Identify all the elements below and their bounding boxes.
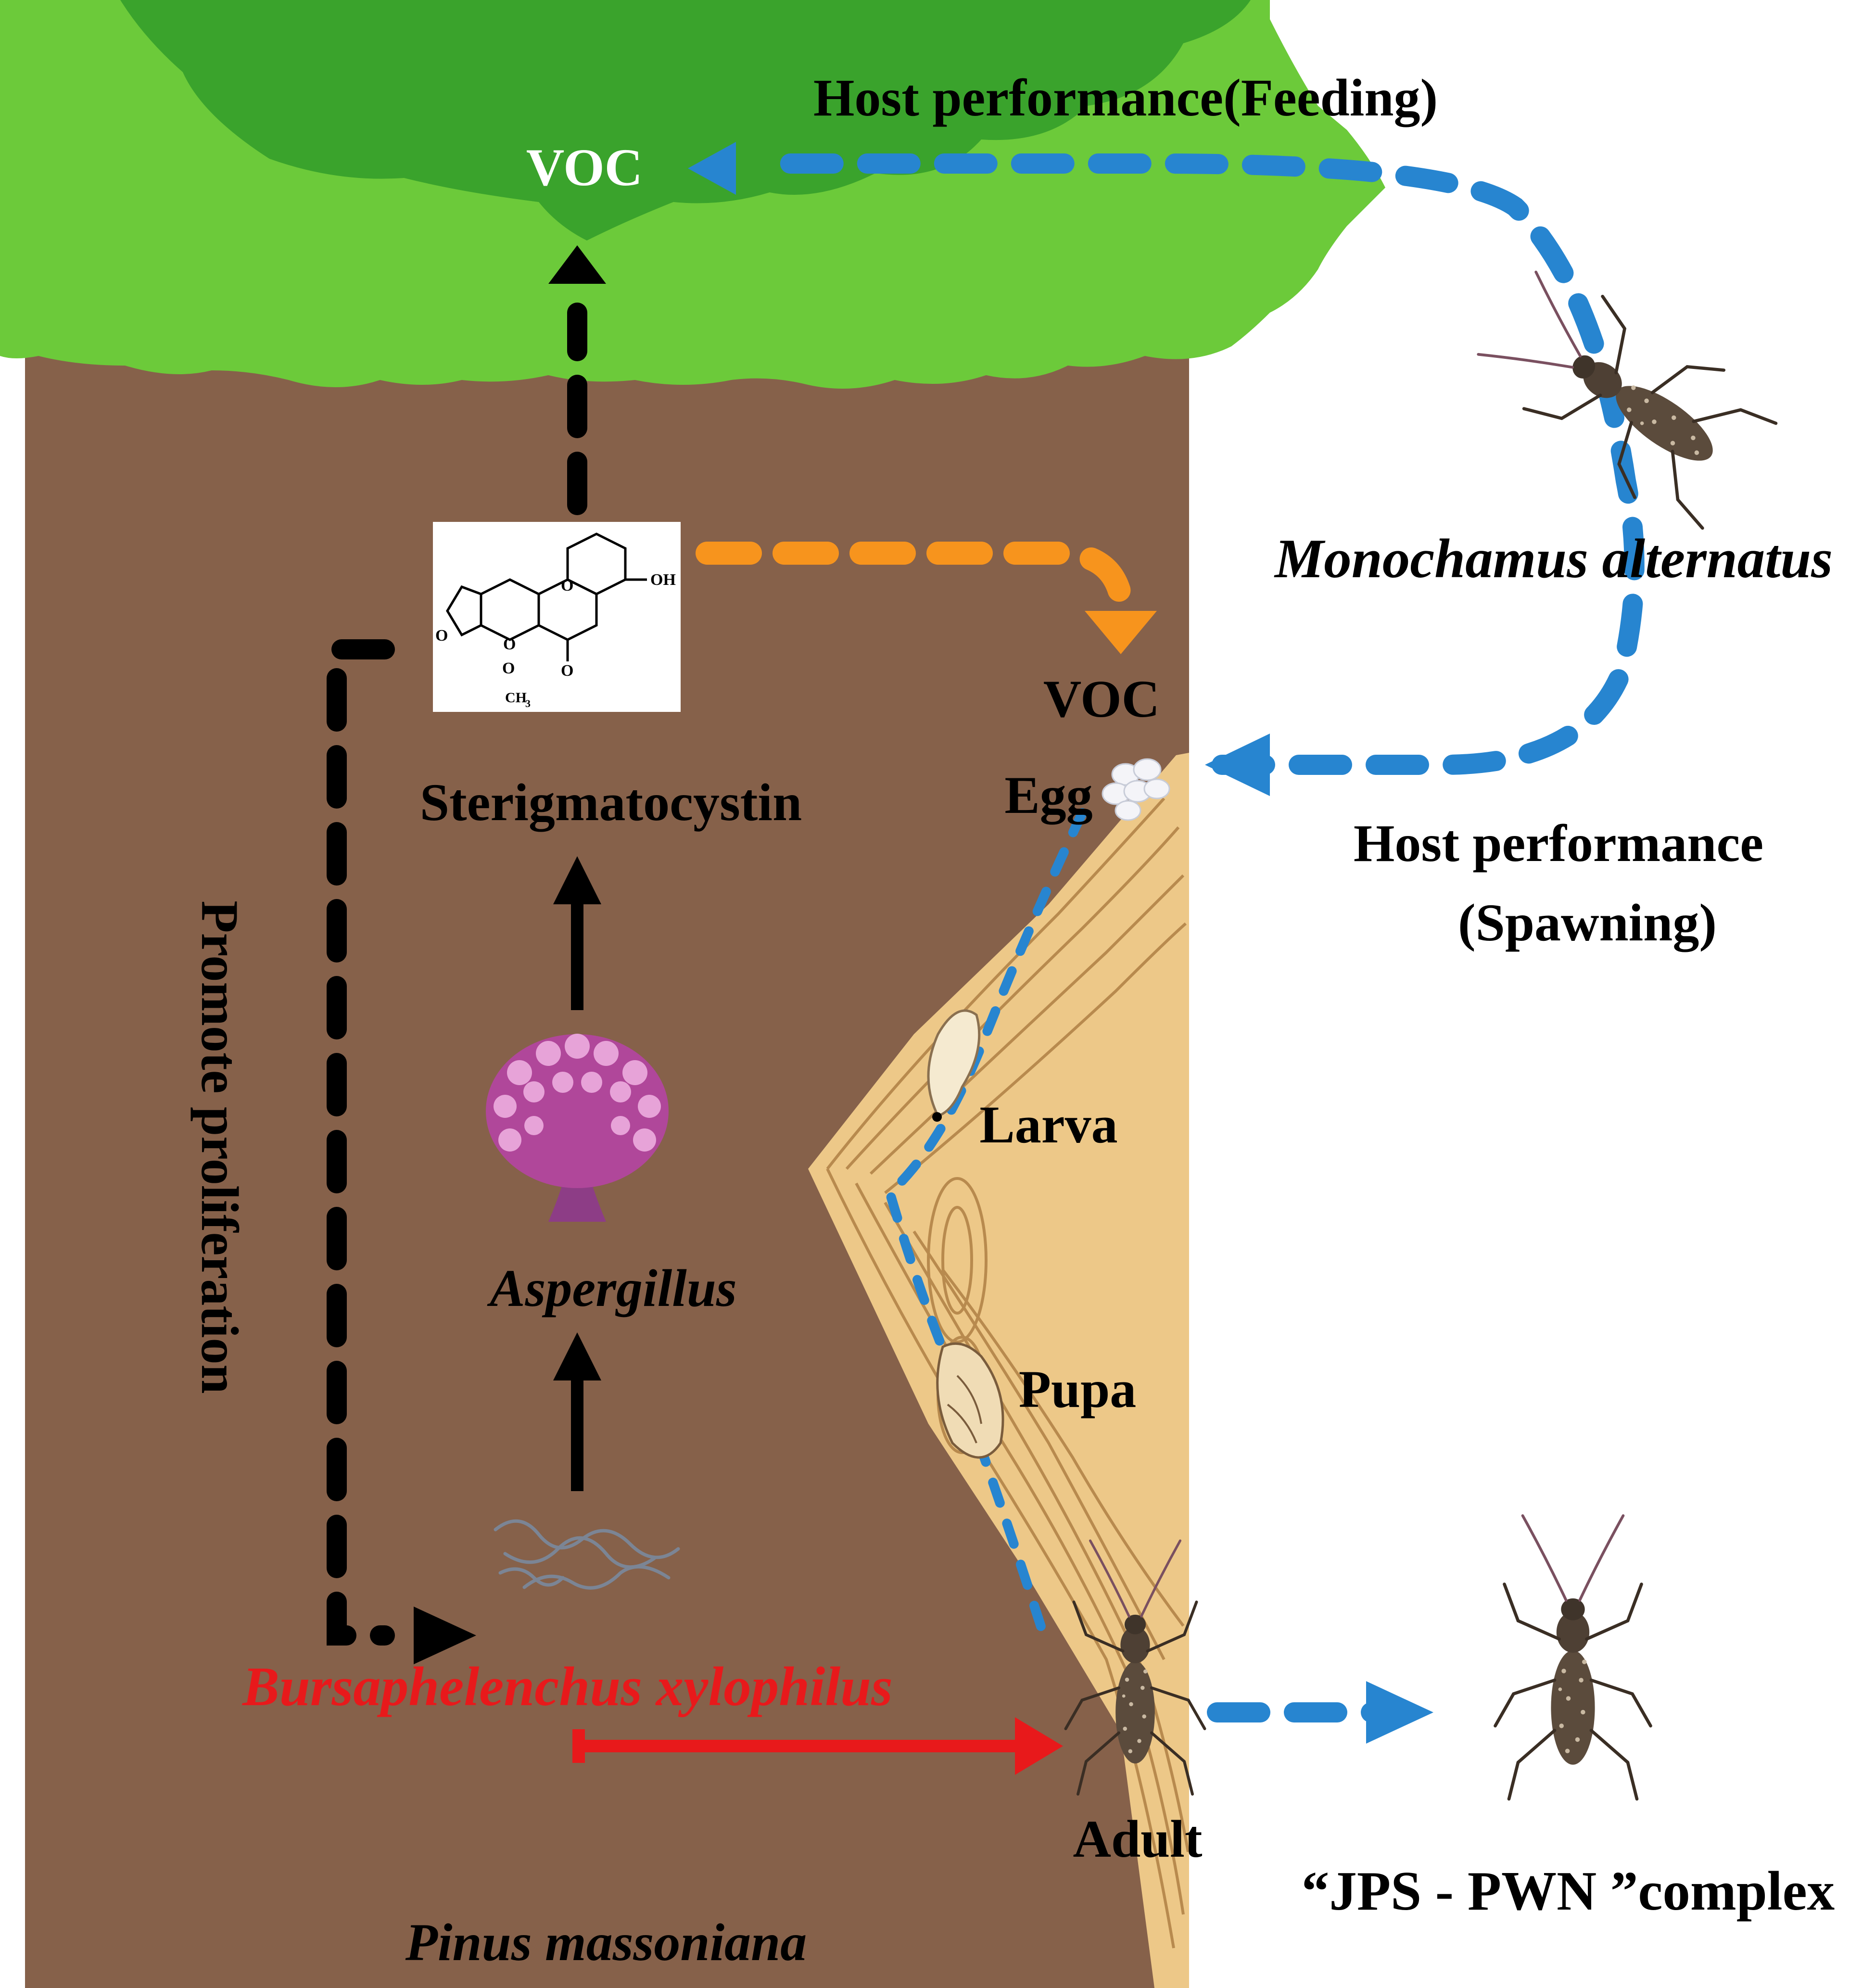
sterigmatocystin-structure: OH O O CH 3 O O O [433, 522, 681, 712]
ring-o-1: O [561, 577, 573, 595]
jps-pwn-complex-label: “JPS - PWN ”complex [1302, 1861, 1835, 1922]
host-feeding-label: Host performance(Feeding) [813, 68, 1438, 127]
larva-label: Larva [979, 1095, 1117, 1154]
nematode-to-adult-arrow [572, 1717, 1063, 1775]
host-spawning-label-2: (Spawning) [1458, 893, 1717, 952]
ring-o-2: O [503, 635, 516, 653]
beetle-lifecycle-path [760, 153, 1645, 1722]
methyl-label: CH [505, 690, 527, 706]
host-spawning-label-1: Host performance [1354, 814, 1763, 873]
promote-proliferation-label: Promote proliferation [190, 900, 249, 1393]
voc-up-arrowhead [548, 245, 606, 284]
promote-arrowhead [414, 1607, 476, 1664]
methyl-subscript: 3 [525, 697, 531, 709]
tree-canopy [0, 0, 1385, 389]
ketone-o: O [561, 662, 573, 680]
pupa-icon [936, 1342, 1004, 1459]
orange-arrowhead [1085, 611, 1157, 654]
pine-species-label: Pinus massoniana [405, 1913, 807, 1972]
beetle-species-label: Monochamus alternatus [1274, 528, 1833, 589]
aspergillus-icon [486, 1034, 669, 1222]
pupa-label: Pupa [1019, 1360, 1137, 1418]
sterigmatocystin-to-voc-path [696, 542, 1132, 608]
complex-arrowhead [1366, 1681, 1433, 1744]
voc-top-label: VOC [526, 138, 643, 197]
fungus-to-toxin-arrowhead [553, 856, 601, 904]
methoxy-o: O [502, 659, 515, 677]
aspergillus-label: Aspergillus [487, 1259, 736, 1317]
promote-proliferation-path [327, 639, 395, 1646]
ring-o-3: O [435, 627, 448, 645]
nematode-to-fungus-arrowhead [553, 1332, 601, 1380]
wood-section [808, 753, 1190, 1988]
oh-label: OH [650, 571, 676, 589]
nematode-species-label: Bursaphelenchus xylophilus [241, 1656, 893, 1717]
sterigmatocystin-label: Sterigmatocystin [420, 773, 802, 832]
feeding-arrowhead [688, 142, 736, 195]
voc-side-label: VOC [1043, 670, 1160, 728]
egg-label: Egg [1004, 766, 1092, 824]
spawning-arrowhead [1205, 734, 1270, 796]
nematode-worms-icon [494, 1519, 680, 1590]
larva-icon [927, 1009, 981, 1122]
adult-label: Adult [1073, 1810, 1203, 1868]
egg-cluster-icon [1102, 758, 1170, 821]
beetle-complex-icon [1495, 1516, 1651, 1799]
